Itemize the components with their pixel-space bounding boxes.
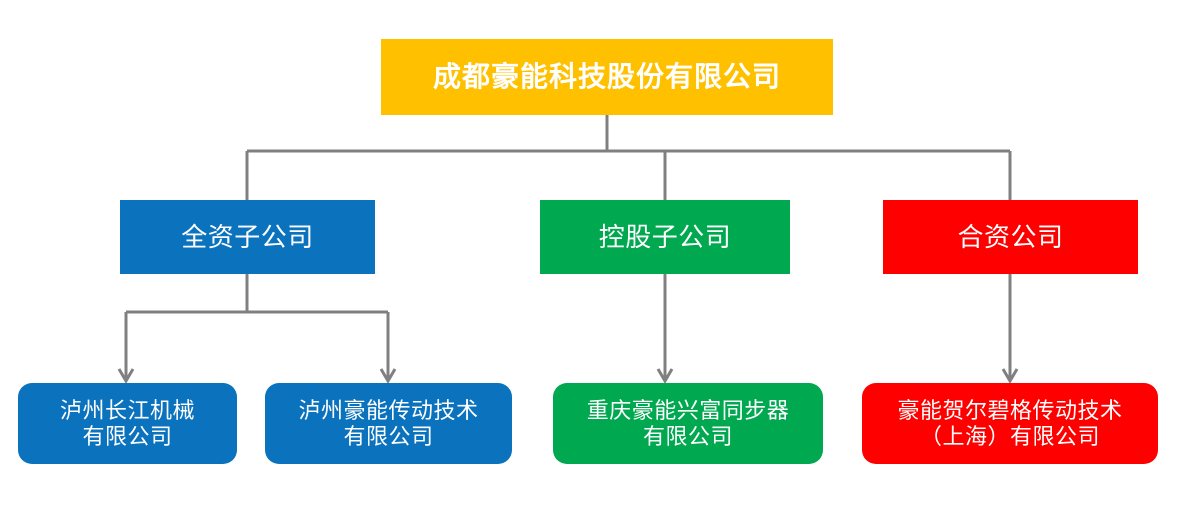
arrowhead-changjiang bbox=[117, 368, 135, 384]
node-subsidiary-luzhou-haoneng[interactable]: 泸州豪能传动技术 有限公司 bbox=[265, 383, 512, 464]
arrowhead-haoneng bbox=[379, 368, 397, 384]
arrowhead-xingfu bbox=[656, 368, 674, 384]
node-root-company[interactable]: 成都豪能科技股份有限公司 bbox=[381, 39, 833, 115]
node-category-wholly-owned[interactable]: 全资子公司 bbox=[120, 200, 375, 274]
arrowhead-hoerbiger bbox=[1001, 368, 1019, 384]
node-category-joint-venture[interactable]: 合资公司 bbox=[883, 200, 1138, 274]
node-subsidiary-hoerbiger-shanghai[interactable]: 豪能贺尔碧格传动技术 （上海）有限公司 bbox=[862, 383, 1158, 464]
node-subsidiary-luzhou-changjiang[interactable]: 泸州长江机械 有限公司 bbox=[18, 383, 237, 464]
node-subsidiary-chongqing-xingfu[interactable]: 重庆豪能兴富同步器 有限公司 bbox=[553, 383, 823, 464]
node-category-holding[interactable]: 控股子公司 bbox=[540, 200, 790, 274]
